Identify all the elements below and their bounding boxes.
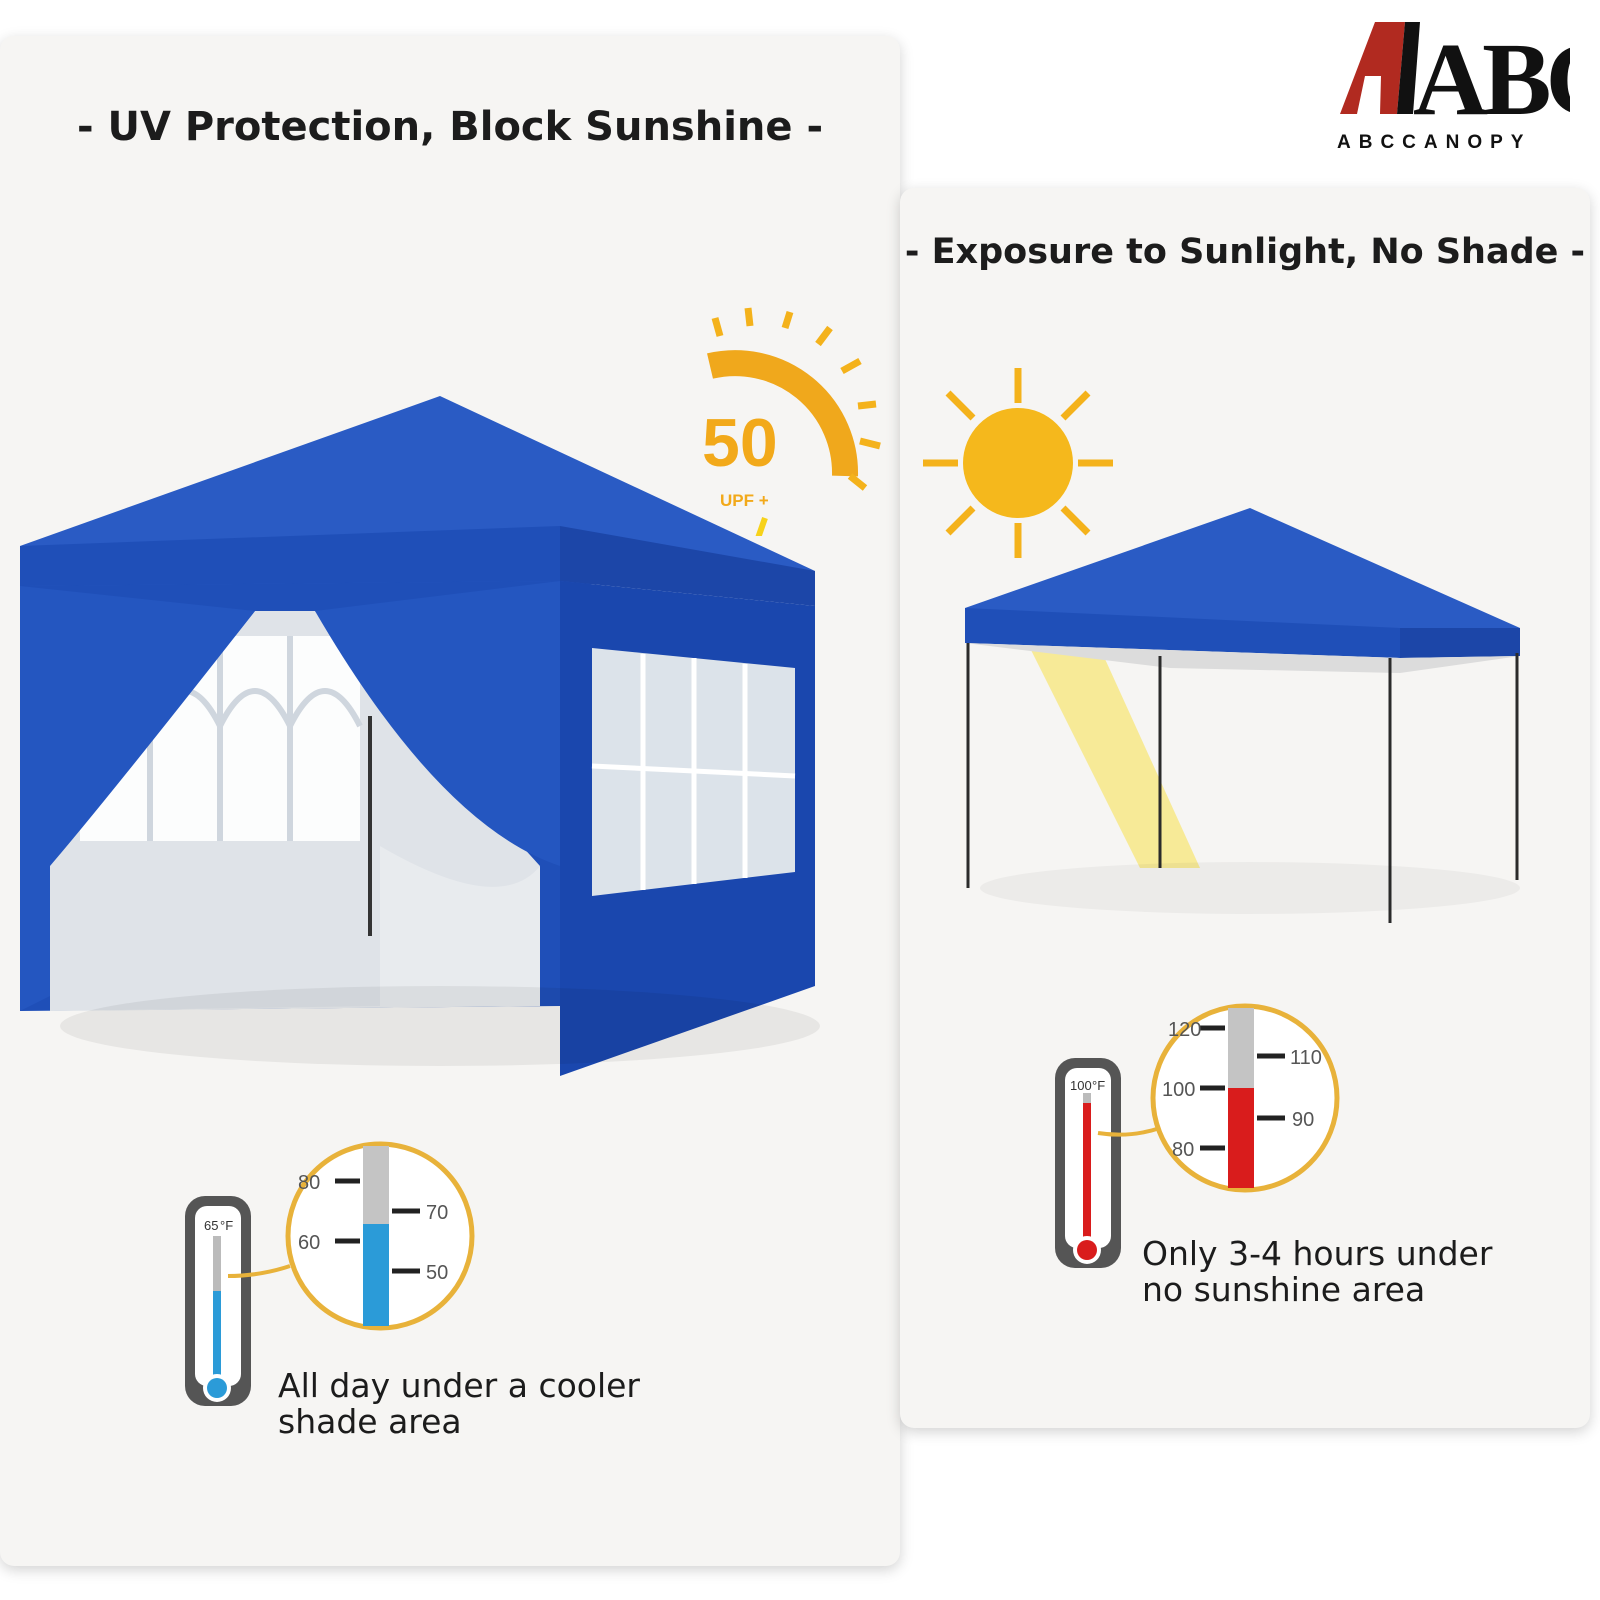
hot-tick-80: 80 bbox=[1172, 1139, 1194, 1161]
upf-value: 50 bbox=[702, 405, 778, 481]
upf-sun-icon: 50 UPF + bbox=[702, 307, 881, 536]
sun-icon bbox=[923, 368, 1113, 558]
cool-thermometer-icon: 65 °F 80 70 60 50 bbox=[185, 1141, 475, 1406]
left-heading: - UV Protection, Block Sunshine - bbox=[76, 104, 824, 150]
hot-tick-100: 100 bbox=[1162, 1079, 1195, 1101]
hot-tick-90: 90 bbox=[1292, 1109, 1314, 1131]
right-caption: Only 3-4 hours under no sunshine area bbox=[1142, 1236, 1492, 1308]
upf-label: UPF + bbox=[720, 491, 769, 510]
canopy-with-sidewalls-image bbox=[20, 396, 820, 1076]
left-caption-line2: shade area bbox=[278, 1402, 462, 1441]
cool-tick-70: 70 bbox=[426, 1202, 448, 1224]
no-shade-panel: - Exposure to Sunlight, No Shade - 100 °… bbox=[900, 188, 1590, 1428]
right-caption-line2: no sunshine area bbox=[1142, 1270, 1426, 1309]
cool-tick-60: 60 bbox=[298, 1232, 320, 1254]
hot-tick-110: 110 bbox=[1290, 1047, 1322, 1069]
hot-unit: °F bbox=[1092, 1078, 1105, 1093]
left-caption-line1: All day under a cooler bbox=[278, 1366, 641, 1405]
open-canopy-image bbox=[965, 508, 1520, 923]
uv-protection-panel: - UV Protection, Block Sunshine - 50 UPF… bbox=[0, 36, 900, 1566]
logo-subtext: ABCCANOPY bbox=[1337, 132, 1531, 153]
left-caption: All day under a cooler shade area bbox=[278, 1368, 640, 1440]
cool-tick-50: 50 bbox=[426, 1262, 448, 1284]
brand-logo: ABC ABCCANOPY bbox=[1325, 14, 1600, 154]
cool-tick-80: 80 bbox=[298, 1172, 320, 1194]
cool-unit: °F bbox=[220, 1218, 233, 1233]
right-caption-line1: Only 3-4 hours under bbox=[1142, 1234, 1493, 1273]
cool-reading: 65 bbox=[204, 1218, 218, 1233]
logo-letters: ABC bbox=[1413, 22, 1570, 137]
hot-thermometer-icon: 100 °F 120 110 100 90 80 bbox=[1055, 1003, 1340, 1268]
hot-reading: 100 bbox=[1070, 1078, 1092, 1093]
hot-tick-120: 120 bbox=[1168, 1019, 1201, 1041]
right-heading: - Exposure to Sunlight, No Shade - bbox=[904, 232, 1586, 272]
